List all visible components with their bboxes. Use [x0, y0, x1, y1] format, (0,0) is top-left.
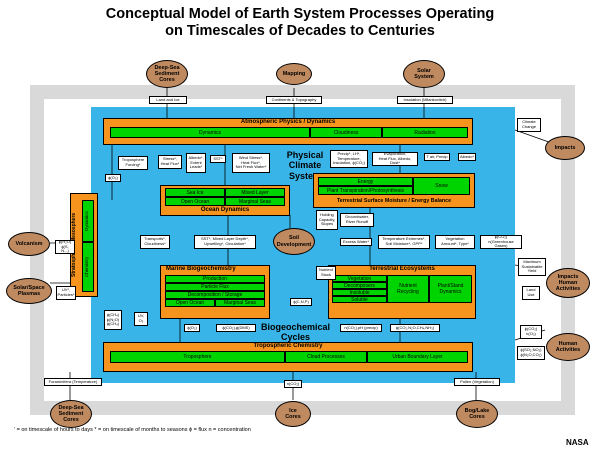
terrestrial-ecosystems-title: Terrestrial Ecosystems	[369, 266, 435, 272]
marine-biogeochemistry-title: Marine Biogeochemistry	[166, 266, 236, 272]
marine-open-ocean-cell: Open Ocean	[165, 299, 215, 307]
wind-stress-label: Wind Stress*, Heat Flux*, Net Fresh Wate…	[232, 153, 270, 173]
ice-flux-label: n(CO₂)	[284, 380, 302, 388]
nutrient-stock-label: Nutrient Stock	[316, 266, 336, 280]
phi-co2-dms-label: ϕ(CO₂),ϕ(DMS)	[216, 324, 256, 332]
tair-precip-label: T air, Precip	[424, 153, 450, 161]
phi-co2-right-label: ϕ(CO₂) n(O₃)	[520, 325, 542, 339]
volcanism-node: Volcanism	[8, 232, 50, 256]
holding-capacity-label: Holding Capacity, Slopes	[316, 210, 338, 230]
sst-label: SST*	[210, 155, 226, 163]
foraminifera-label: Foraminifera (Temperature)	[44, 378, 102, 386]
ocean-open-ocean-cell: Open Ocean	[165, 197, 225, 206]
atmos-radiation-cell: Radiation	[382, 127, 468, 138]
continents-topography-label: Continents & Topography	[266, 96, 322, 104]
troposphere-forcing-label: Troposphere Forcing*	[118, 156, 148, 170]
albedo-label: Albedo*	[458, 153, 476, 161]
terrestrial-nutrient-recycling-cell: Nutrient Recycling	[387, 275, 429, 303]
phi-o3-label: ϕ(O₃)	[105, 174, 121, 182]
volcanism-flux-label: ϕ(H₂O) ϕ(S, N...)	[55, 239, 75, 254]
uv-o3-label: UV, O₃	[134, 312, 148, 326]
nasa-credit: NASA	[566, 438, 589, 447]
marine-particle-flux-cell: Particle Flux	[165, 283, 265, 291]
tropospheric-chemistry-title: Tropospheric Chemistry	[253, 343, 323, 349]
deep-sea-cores-bottom-node: Deep-Sea Sediment Cores	[50, 400, 92, 428]
strato-chemistry-cell	[82, 242, 94, 292]
tropo-troposphere-cell: Troposphere	[110, 351, 285, 363]
bog-lake-cores-node: Bog/Lake Cores	[456, 400, 498, 428]
marine-decomposition-cell: Decomposition / Storage	[165, 291, 265, 299]
land-and-ice-label: Land and Ice	[149, 96, 187, 104]
ocean-mixed-layer-cell: Mixed Layer	[225, 188, 285, 197]
excess-water-label: Excess Water*	[340, 238, 372, 246]
biogeochemical-cycles-label: Biogeochemical Cycles	[260, 322, 331, 343]
vegetation-amount-label: Vegetation Amount*, Type*	[435, 235, 475, 249]
terrestrial-energy-cell: Energy	[318, 177, 413, 186]
strato-chemistry-label: Chemistry	[84, 256, 89, 278]
atmos-dynamics-cell: Dynamics	[110, 127, 310, 138]
strat-flux-label: ϕ(CH₄) ϕ(N₂O) ϕ(CH₄)	[104, 310, 122, 330]
sst-mixed-layer-label: SST*, Mixed Layer Depth*, Upwelling*, Ci…	[194, 235, 256, 249]
transports-cloudiness-label: Transports*, Cloudiness*	[140, 235, 170, 249]
nco2-ph-label: n(CO₂),pH (precip)	[340, 324, 382, 332]
terrestrial-insoluble-cell: Insoluble	[332, 289, 387, 296]
pollen-label: Pollen (Vegetation)	[454, 378, 500, 386]
atmospheric-physics-title: Atmospheric Physics / Dynamics	[240, 119, 336, 125]
terrestrial-energy-title: Terrestrial Surface Moisture / Energy Ba…	[336, 198, 452, 204]
evaporation-label: Evaporation, Heat Flux, Albedo, Dust*	[372, 151, 418, 166]
tropo-urban-boundary-cell: Urban Boundary Layer	[367, 351, 468, 363]
tropo-gas-flux-label: ϕ(CO₂,N₂O,CH₄,NH₃)	[390, 324, 440, 332]
strato-dynamics-label: Dynamics	[84, 211, 89, 231]
strato-dynamics-cell	[82, 200, 94, 242]
insolation-label: Insolation (Milankovitch)	[397, 96, 453, 104]
greenhouse-gases-label: ϕ(CO₂) n(Greenhouse Gases)	[480, 234, 522, 249]
terrestrial-vegetation-cell: Vegetation	[332, 275, 387, 282]
temperature-extremes-label: Temperature Extremes*, Soil Moisture*, G…	[378, 235, 430, 249]
precip-label: Precip*, LH*, Temperature, Insolation, ϕ…	[330, 150, 368, 168]
climate-change-label: Climate Change	[517, 118, 541, 132]
physical-climate-label: Physical Climate System	[286, 150, 324, 181]
terrestrial-decomposers-cell: Decomposers	[332, 282, 387, 289]
diagram-title: Conceptual Model of Earth System Process…	[105, 6, 495, 39]
tropo-cloud-processes-cell: Cloud Processes	[285, 351, 367, 363]
maximum-yield-label: Maximum Sustainable Yield	[518, 258, 546, 276]
ocean-dynamics-title: Ocean Dynamics	[200, 207, 250, 213]
background-band-top	[30, 85, 575, 99]
albedo-extent-label: Albedo*, Extent Leads*	[186, 153, 206, 173]
footnote: ' = on timescale of hours to days * = on…	[14, 427, 251, 433]
groundwater-label: Groundwater, River Runoff	[340, 213, 374, 227]
background-band-right	[561, 85, 575, 415]
marine-production-cell: Production	[165, 275, 265, 283]
cnp-flux-label: ϕ(C,N,P)	[290, 298, 312, 306]
impacts-node: Impacts	[545, 136, 585, 160]
mapping-node: Mapping	[276, 63, 312, 85]
terrestrial-soluble-cell: Soluble	[332, 296, 387, 303]
terrestrial-transpiration-cell: Plant Transpiration/Photosynthesis	[318, 186, 413, 195]
ocean-sea-ice-cell: Sea Ice	[165, 188, 225, 197]
deep-sea-cores-top-node: Deep-Sea Sediment Cores	[146, 60, 188, 88]
soil-development-node: Soil Development	[273, 228, 315, 255]
ice-cores-node: Ice Cores	[275, 401, 311, 427]
terrestrial-plant-stand-cell: Plant/Stand Dynamics	[429, 275, 472, 303]
impacts-human-node: Impacts Human Activities	[546, 268, 590, 298]
solar-plasmas-node: Solar/Space Plasmas	[6, 278, 52, 304]
terrestrial-snow-cell: Snow	[413, 177, 470, 195]
ocean-marginal-seas-cell: Marginal Seas	[225, 197, 285, 206]
solar-system-node: Solar System	[403, 60, 445, 88]
human-activities-node: Human Activities	[546, 333, 590, 361]
land-use-label: Land Use	[522, 286, 540, 300]
marine-marginal-seas-cell: Marginal Seas	[215, 299, 265, 307]
stress-heat-flux-label: Stress*, Heat Flux*	[158, 155, 182, 169]
uv-particles-label: UV*, Particles*	[56, 286, 76, 300]
atmos-cloudiness-cell: Cloudiness	[310, 127, 382, 138]
human-flux-label: ϕ(SO₂,NO₂) ϕ(N₂O,CO₂)	[517, 346, 545, 360]
phi-o2-label: ϕ(O₂)	[184, 324, 200, 332]
